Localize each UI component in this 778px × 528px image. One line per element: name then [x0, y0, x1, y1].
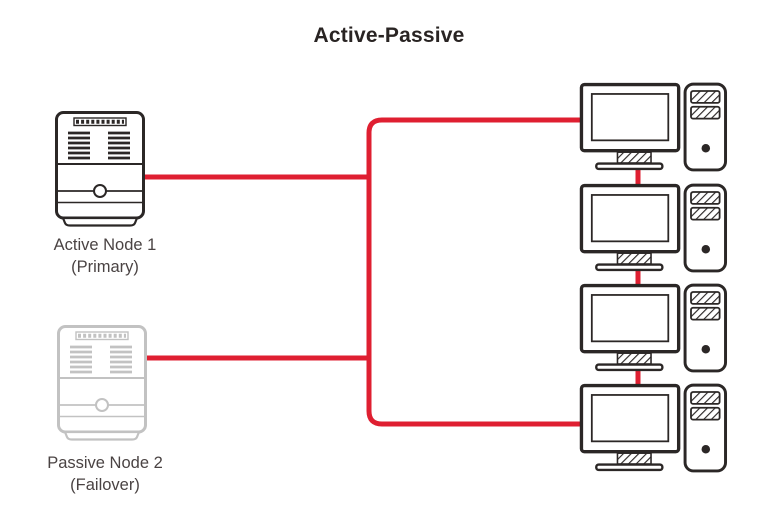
- desktop-workstation-icon-4: [578, 383, 728, 476]
- active-node-role: (Primary): [71, 258, 139, 276]
- desktop-workstation-icon-3: [578, 283, 728, 376]
- desktop-workstation-icon-1: [578, 82, 728, 175]
- passive-node-label: Passive Node 2 (Failover): [15, 452, 195, 496]
- passive-node-role: (Failover): [70, 476, 140, 494]
- active-node-name: Active Node 1: [53, 236, 157, 254]
- trunk-line: [366, 117, 586, 427]
- diagram-title: Active-Passive: [313, 24, 465, 47]
- server-icon-active-node: [54, 110, 146, 228]
- desktop-workstation-icon-2: [578, 183, 728, 276]
- passive-node-name: Passive Node 2: [47, 454, 163, 472]
- active-node-label: Active Node 1 (Primary): [15, 234, 195, 278]
- server-icon-passive-node: [56, 324, 148, 442]
